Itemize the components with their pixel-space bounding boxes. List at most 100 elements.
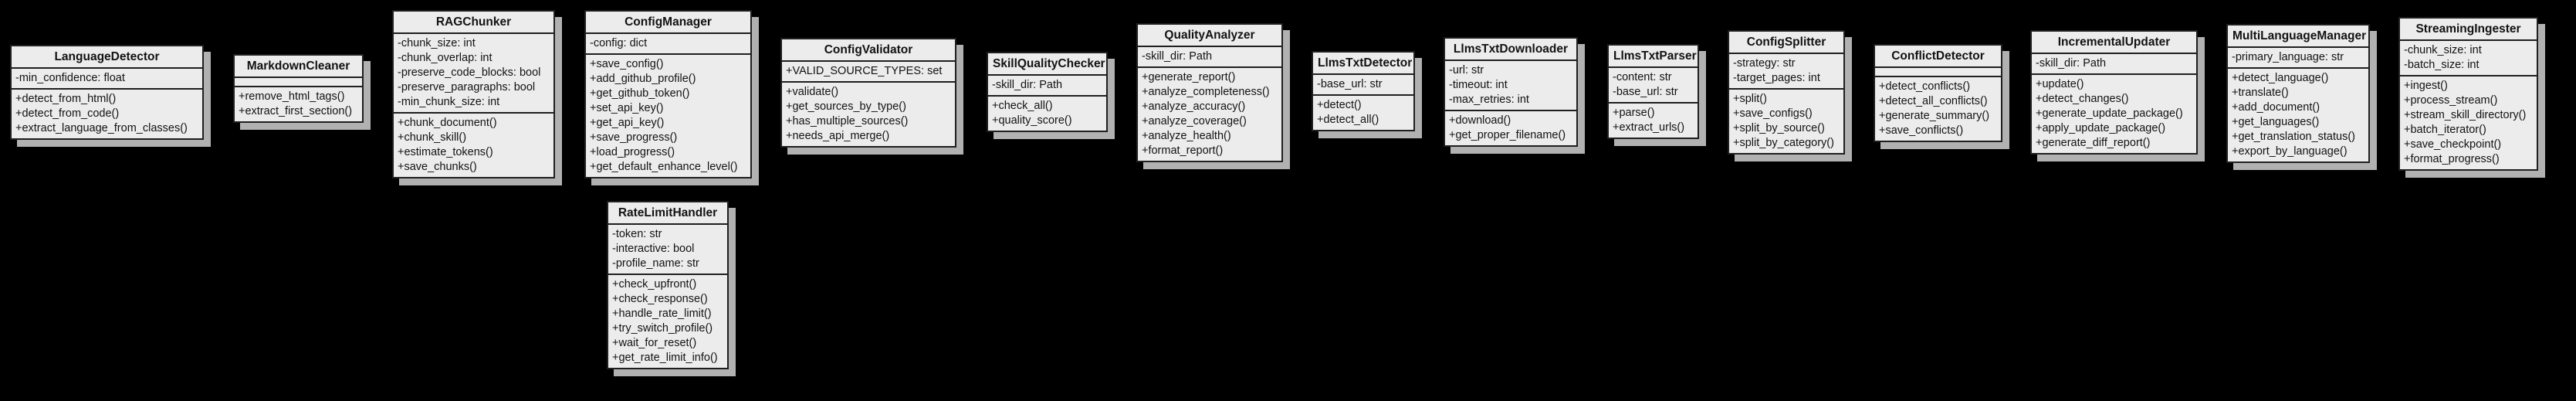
- class-attributes-compartment: -config: dict: [586, 34, 750, 55]
- class-method: +add_github_profile(): [590, 73, 696, 85]
- class-method: +handle_rate_limit(): [612, 308, 712, 320]
- class-name: StreamingIngester: [2400, 19, 2537, 41]
- class-method: +get_languages(): [2232, 116, 2320, 128]
- class-box-configmanager: ConfigManager -config: dict +save_config…: [584, 10, 752, 178]
- class-method: +wait_for_reset(): [612, 337, 697, 349]
- class-methods-compartment: +split() +save_configs() +split_by_source(…: [1729, 90, 1843, 153]
- class-name: QualityAnalyzer: [1138, 25, 1281, 47]
- class-attribute: -chunk_overlap: int: [398, 52, 493, 64]
- class-box-skillqualitychecker: SkillQualityChecker -skill_dir: Path +ch…: [987, 52, 1108, 132]
- class-method: +save_progress(): [590, 131, 678, 144]
- class-attributes-compartment: -chunk_size: int -batch_size: int: [2400, 41, 2537, 76]
- class-name: LlmsTxtDownloader: [1445, 39, 1576, 61]
- class-method: +analyze_completeness(): [1142, 86, 1270, 98]
- class-method: +apply_update_package(): [2036, 122, 2166, 134]
- class-attribute: -url: str: [1449, 64, 1484, 76]
- class-name: LlmsTxtDetector: [1313, 53, 1413, 75]
- class-method: +validate(): [786, 86, 839, 98]
- class-method: +analyze_coverage(): [1142, 115, 1247, 127]
- class-method: +analyze_health(): [1142, 130, 1231, 142]
- class-methods-compartment: +remove_html_tags()+extract_first_sectio…: [235, 87, 362, 121]
- class-attribute: -strategy: str: [1733, 57, 1796, 70]
- class-method: +split_by_category(): [1733, 137, 1834, 149]
- class-method: +ingest(): [2404, 80, 2448, 92]
- class-method: +check_all(): [992, 100, 1053, 112]
- class-method: +extract_first_section(): [239, 105, 353, 117]
- class-name: LanguageDetector: [12, 46, 202, 69]
- class-method: +detect_all(): [1317, 114, 1379, 126]
- class-method: +get_proper_filename(): [1449, 129, 1566, 141]
- class-methods-compartment: +generate_report() +analyze_completeness(…: [1138, 68, 1281, 161]
- class-box-conflictdetector: ConflictDetector +detect_conflicts()+det…: [1874, 44, 2002, 142]
- class-method: +detect_changes(): [2036, 93, 2129, 105]
- class-methods-compartment: +detect_from_html()+detect_from_code()+e…: [12, 90, 202, 138]
- class-method: +detect_from_html(): [15, 93, 117, 105]
- class-box-llmstxtdetector: LlmsTxtDetector -base_url: str +detect()…: [1312, 51, 1415, 131]
- class-attributes-compartment: [235, 78, 362, 87]
- class-methods-compartment: +ingest()+process_stream()+stream_skill_…: [2400, 76, 2537, 169]
- class-method: +add_document(): [2232, 101, 2320, 114]
- class-method: +needs_api_merge(): [786, 130, 890, 142]
- class-name: ConfigValidator: [782, 39, 955, 62]
- class-attribute: -preserve_paragraphs: bool: [398, 81, 536, 93]
- class-attribute: -preserve_code_blocks: bool: [398, 66, 541, 79]
- class-name: RateLimitHandler: [608, 202, 727, 225]
- class-attributes-compartment: -skill_dir: Path: [2032, 54, 2196, 75]
- class-attribute: -profile_name: str: [612, 257, 699, 270]
- class-method: +save_config(): [590, 58, 664, 70]
- class-methods-compartment: +check_upfront()+check_response()+handle…: [608, 275, 727, 368]
- class-method: +format_progress(): [2404, 153, 2500, 165]
- class-method: +split(): [1733, 93, 1767, 105]
- class-method: +translate(): [2232, 87, 2289, 99]
- class-attribute: -base_url: str: [1613, 86, 1678, 98]
- class-attribute: -max_retries: int: [1449, 93, 1529, 106]
- class-attribute: -base_url: str: [1317, 78, 1383, 90]
- class-methods-compartment: +detect_language()+translate()+add_docum…: [2228, 69, 2368, 161]
- class-methods-compartment: +update()+detect_changes()+generate_upda…: [2032, 75, 2196, 153]
- class-method: +get_default_enhance_level(): [590, 161, 738, 173]
- class-method: +generate_report(): [1142, 71, 1236, 83]
- class-name: RAGChunker: [394, 12, 553, 34]
- class-attributes-compartment: -primary_language: str: [2228, 48, 2368, 69]
- class-name: ConfigSplitter: [1729, 32, 1843, 54]
- class-method: +split_by_source(): [1733, 122, 1825, 134]
- class-attribute: -batch_size: int: [2404, 59, 2480, 71]
- class-attribute: -primary_language: str: [2232, 51, 2344, 63]
- class-method: +save_chunks(): [398, 161, 477, 173]
- class-box-multilanguagemanager: MultiLanguageManager -primary_language: …: [2226, 24, 2370, 163]
- class-method: +chunk_skill(): [398, 131, 467, 144]
- class-attributes-compartment: [1875, 68, 2001, 77]
- class-attributes-compartment: -strategy: str-target_pages: int: [1729, 54, 1843, 90]
- class-name: SkillQualityChecker: [988, 53, 1106, 76]
- class-name: LlmsTxtParser: [1609, 46, 1698, 68]
- class-box-languagedetector: LanguageDetector -min_confidence: float …: [10, 45, 204, 140]
- class-method: +generate_diff_report(): [2036, 137, 2151, 149]
- class-method: +try_switch_profile(): [612, 322, 713, 335]
- class-method: +get_rate_limit_info(): [612, 352, 718, 364]
- class-name: IncrementalUpdater: [2032, 32, 2196, 54]
- class-method: +set_api_key(): [590, 102, 664, 114]
- class-method: +analyze_accuracy(): [1142, 100, 1246, 113]
- class-methods-compartment: +download()+get_proper_filename(): [1445, 111, 1576, 145]
- class-methods-compartment: +detect_conflicts()+detect_all_conflicts…: [1875, 77, 2001, 141]
- class-method: +save_configs(): [1733, 107, 1813, 120]
- class-attribute: -token: str: [612, 228, 662, 240]
- class-method: +export_by_language(): [2232, 145, 2348, 158]
- class-box-llmstxtparser: LlmsTxtParser -content: str-base_url: st…: [1607, 44, 1699, 139]
- class-box-streamingingester: StreamingIngester -chunk_size: int -batch…: [2398, 17, 2538, 171]
- class-attributes-compartment: -base_url: str: [1313, 75, 1413, 96]
- class-method: +save_checkpoint(): [2404, 138, 2502, 151]
- class-method: +get_github_token(): [590, 87, 690, 100]
- class-method: +get_sources_by_type(): [786, 100, 906, 113]
- class-attributes-compartment: -skill_dir: Path: [1138, 47, 1281, 68]
- class-box-incrementalupdater: IncrementalUpdater -skill_dir: Path +upd…: [2030, 30, 2198, 155]
- class-method: +detect_all_conflicts(): [1879, 95, 1988, 107]
- class-box-markdowncleaner: MarkdownCleaner +remove_html_tags()+extr…: [233, 54, 364, 123]
- class-box-configvalidator: ConfigValidator +VALID_SOURCE_TYPES: set…: [780, 38, 956, 148]
- class-box-ratelimithandler: RateLimitHandler -token: str-interactive…: [607, 201, 729, 369]
- class-attribute: -min_confidence: float: [15, 72, 125, 84]
- class-attribute: -chunk_size: int: [2404, 44, 2482, 56]
- class-attributes-compartment: -content: str-base_url: str: [1609, 68, 1698, 104]
- class-methods-compartment: +detect()+detect_all(): [1313, 96, 1413, 130]
